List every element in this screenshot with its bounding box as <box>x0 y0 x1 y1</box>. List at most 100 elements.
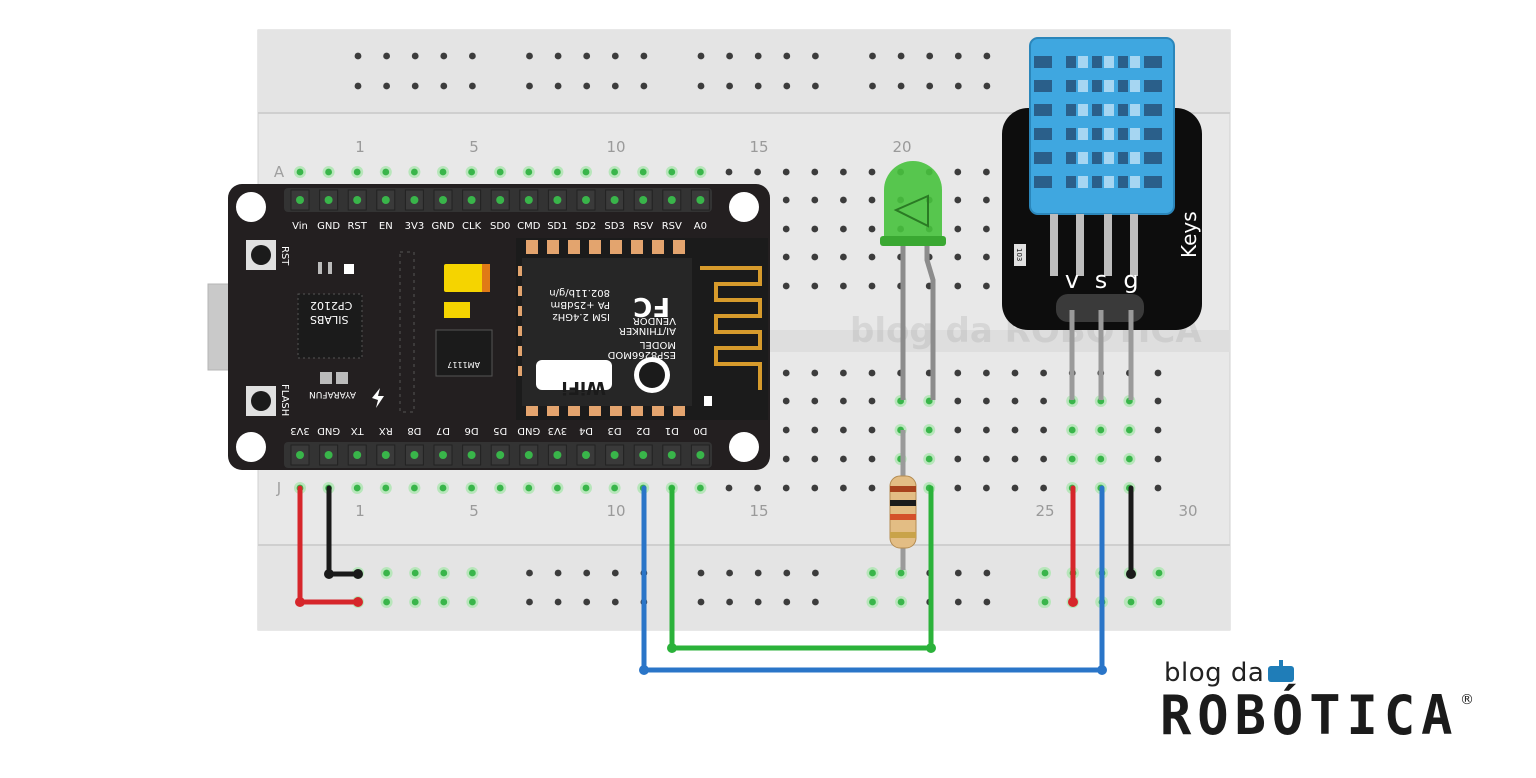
grille-slot <box>1118 128 1128 140</box>
smd-component <box>344 264 354 274</box>
voltage-regulator <box>435 329 493 377</box>
breadboard-hole <box>525 168 533 176</box>
pin-contact <box>496 196 505 204</box>
breadboard-hole <box>954 282 962 290</box>
breadboard-hole <box>783 569 791 577</box>
breadboard-hole <box>811 225 819 233</box>
grille-slot <box>1118 152 1128 164</box>
breadboard-hole <box>954 569 962 577</box>
pin-label: RSV <box>633 221 653 232</box>
breadboard-hole <box>353 484 361 492</box>
grille-slot <box>1144 176 1162 188</box>
breadboard-hole <box>469 598 476 606</box>
breadboard-hole <box>983 168 990 176</box>
smd-resistor <box>1014 244 1026 266</box>
breadboard-hole <box>440 569 448 577</box>
module-line: 802.11b/g/n <box>549 287 610 298</box>
grille-slot <box>1144 128 1162 140</box>
pin-label: RX <box>379 425 393 436</box>
grille-slot <box>1104 128 1114 140</box>
dht-pin-label: s <box>1095 266 1108 294</box>
pin-contact <box>553 451 562 459</box>
breadboard-hole <box>782 369 790 377</box>
grille-slot <box>1118 56 1128 68</box>
pin-label: SD3 <box>604 221 624 232</box>
breadboard-hole <box>983 82 991 90</box>
maker-label: AYARAFUN <box>309 389 356 399</box>
breadboard-hole <box>383 52 390 60</box>
breadboard-hole <box>954 397 962 405</box>
breadboard-hole <box>811 484 819 492</box>
grille-slot <box>1104 176 1114 188</box>
pin-contact <box>496 451 505 459</box>
breadboard-hole <box>783 52 791 60</box>
pin-contact <box>381 196 390 204</box>
breadboard-hole <box>954 484 962 492</box>
pin-contact <box>639 451 648 459</box>
breadboard-hole <box>812 82 819 90</box>
flash-label: FLASH <box>279 384 290 416</box>
breadboard-hole <box>983 196 990 204</box>
column-number: 5 <box>469 138 479 156</box>
breadboard-hole <box>583 82 591 90</box>
pin-contact <box>524 196 533 204</box>
breadboard-hole <box>868 168 876 176</box>
breadboard-hole <box>840 168 847 176</box>
breadboard-hole <box>840 369 847 377</box>
breadboard-hole <box>1154 426 1162 434</box>
grille-slot <box>1130 80 1140 92</box>
pin-contact <box>696 451 705 459</box>
breadboard-hole <box>1011 369 1019 377</box>
breadboard-hole <box>697 168 704 176</box>
pin-contact <box>410 451 419 459</box>
pin-label: D7 <box>436 425 450 436</box>
breadboard-hole <box>840 484 847 492</box>
pin-contact <box>696 196 705 204</box>
breadboard-hole <box>782 168 790 176</box>
pin-label: D8 <box>407 425 421 436</box>
breadboard-hole <box>954 253 962 261</box>
breadboard-hole <box>1011 484 1019 492</box>
breadboard-hole <box>554 484 561 492</box>
breadboard-hole <box>725 168 733 176</box>
pin-label: GND <box>317 221 340 232</box>
pin-label: D0 <box>693 425 707 436</box>
breadboard-hole <box>782 397 790 405</box>
breadboard-hole <box>754 484 761 492</box>
pin-label: CLK <box>462 221 482 232</box>
grille-slot <box>1066 104 1076 116</box>
breadboard-hole <box>868 369 876 377</box>
pin-label: D1 <box>665 425 679 436</box>
breadboard-hole <box>726 52 733 60</box>
breadboard-hole <box>811 253 819 261</box>
rst-label: RST <box>279 246 290 266</box>
breadboard-hole <box>983 397 990 405</box>
breadboard-hole <box>640 82 648 90</box>
grille-slot <box>1130 56 1140 68</box>
grille-slot <box>1104 56 1114 68</box>
pin-contact <box>667 196 676 204</box>
breadboard-hole <box>554 82 562 90</box>
breadboard-hole <box>1040 426 1047 434</box>
grille-slot <box>1092 80 1102 92</box>
mount-hole <box>729 432 759 462</box>
breadboard-hole <box>611 598 619 606</box>
grille-slot <box>1144 80 1162 92</box>
chip-label: CP2102 <box>310 299 352 312</box>
mount-hole <box>236 432 266 462</box>
resistor-code: 103 <box>1015 248 1023 261</box>
breadboard-hole <box>783 82 791 90</box>
pin-contact <box>582 451 590 459</box>
pin-contact <box>610 196 619 204</box>
pin-contact <box>296 196 304 204</box>
grille-slot <box>1092 104 1102 116</box>
pin-label: D4 <box>579 425 593 436</box>
breadboard-hole <box>869 52 876 60</box>
breadboard-hole <box>1126 426 1133 434</box>
grille-slot <box>1034 128 1052 140</box>
grille-slot <box>1118 80 1128 92</box>
breadboard-hole <box>925 426 933 434</box>
breadboard-hole <box>954 455 962 463</box>
